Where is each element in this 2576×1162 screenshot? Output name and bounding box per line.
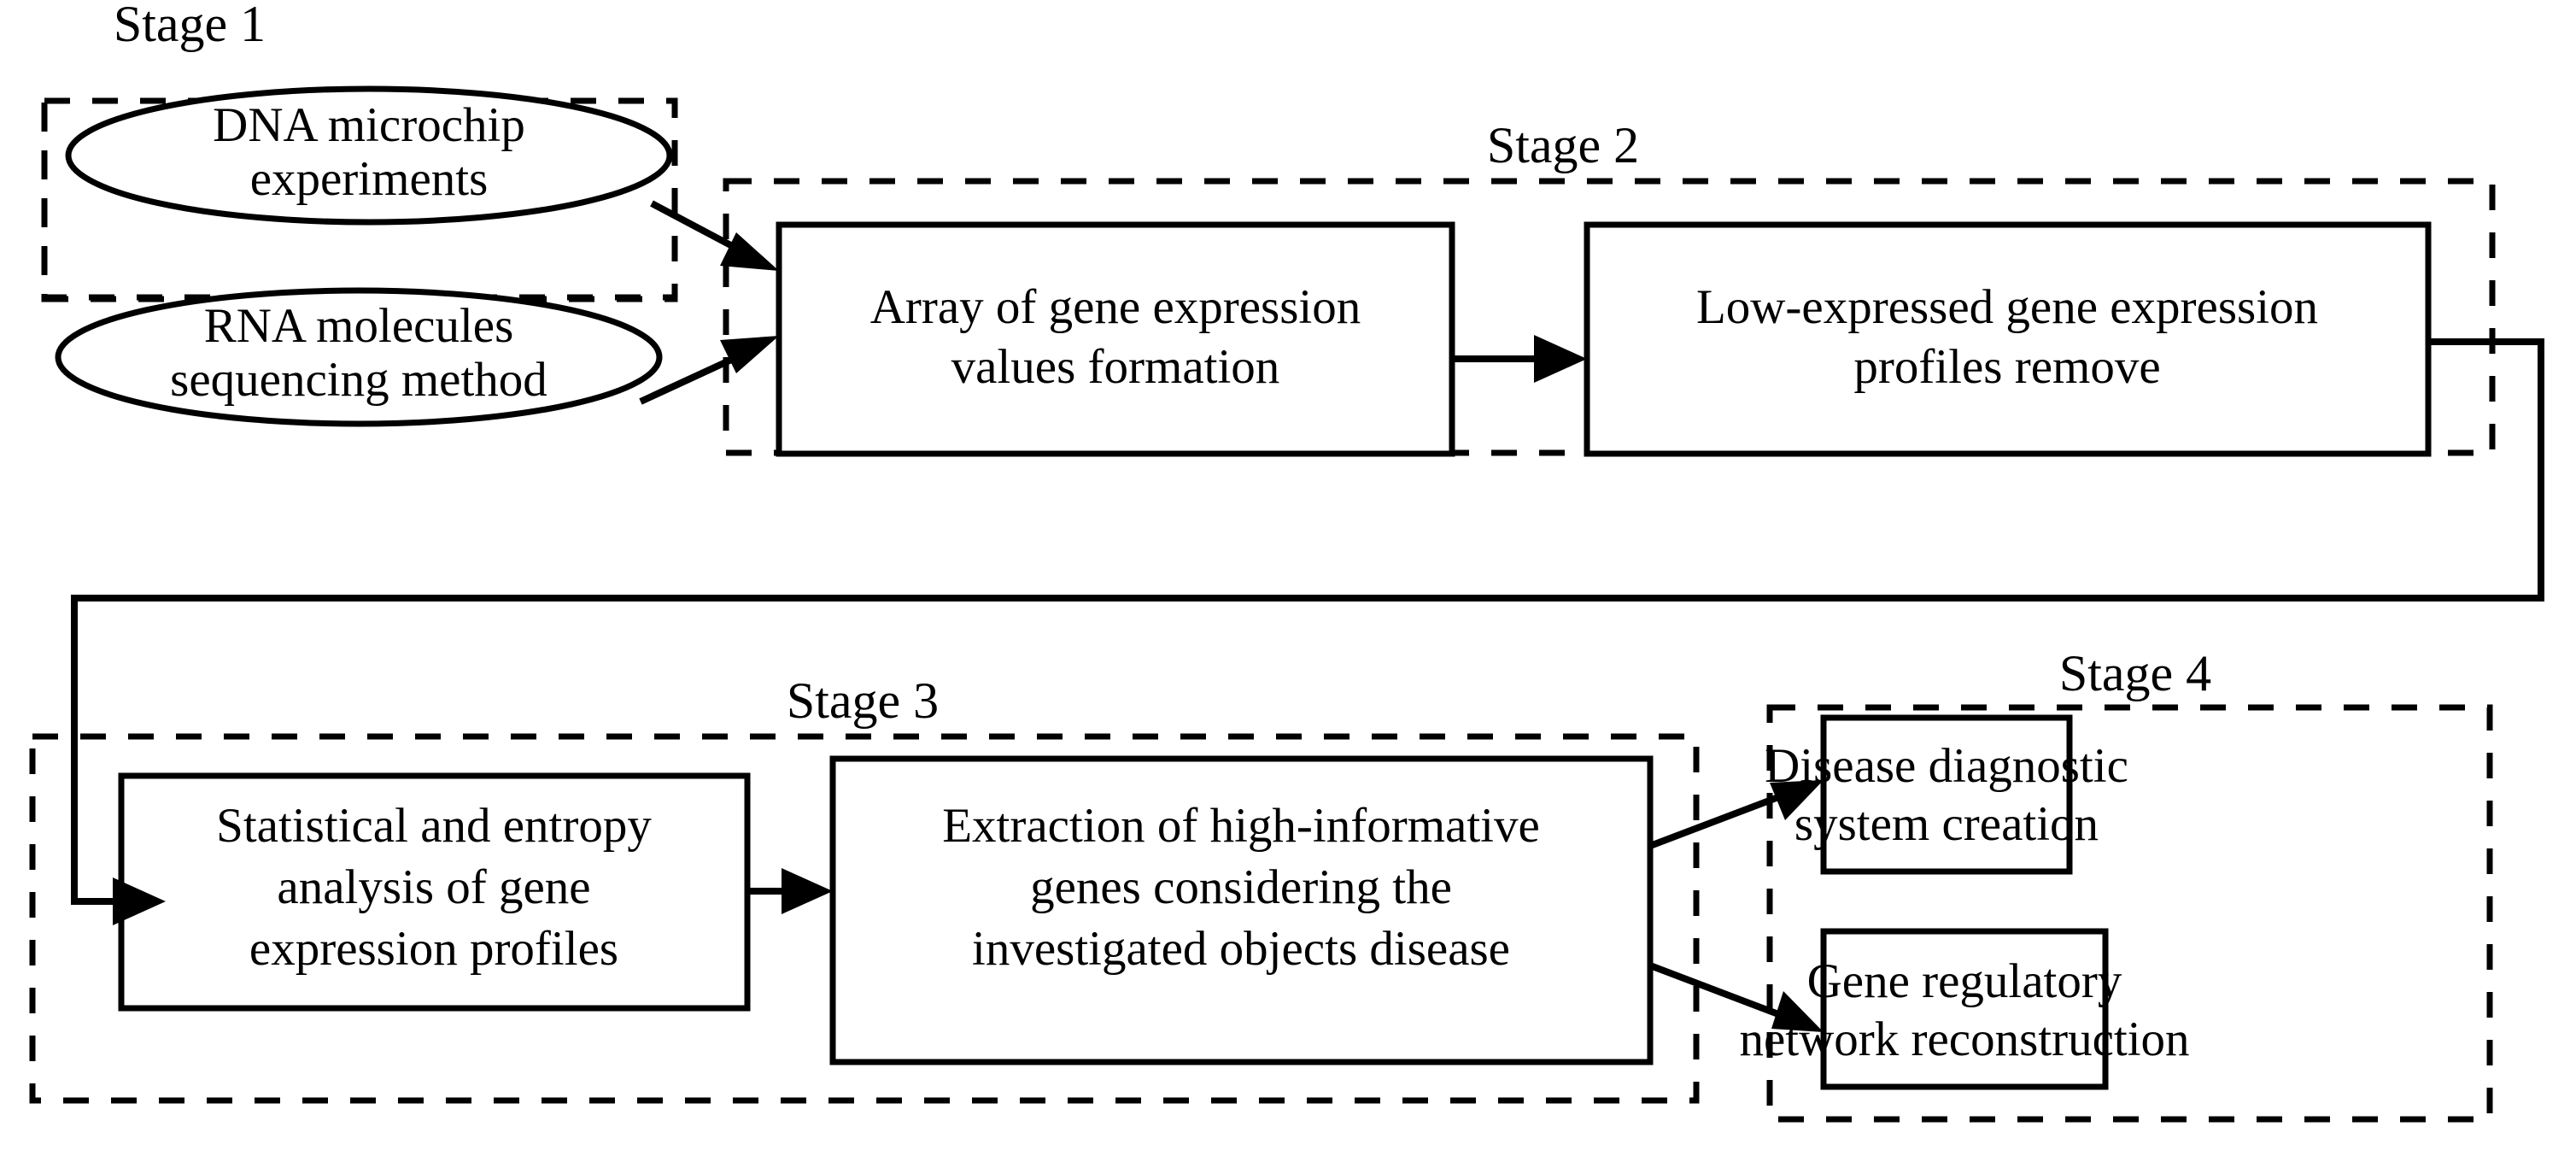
arrowhead-dna-to-array xyxy=(720,232,779,271)
edge-rna-sequencing-to-array-formation xyxy=(639,336,779,405)
node-low-expressed-gene-expression-profiles-remove[interactable]: Low-expressed gene expression profiles r… xyxy=(1584,221,2432,457)
node-rna-sequencing-line-1: RNA molecules xyxy=(204,299,514,353)
node-statistical-line-2: analysis of gene xyxy=(277,860,590,914)
arrowhead-statistical-to-extraction xyxy=(782,868,833,914)
edge-array-formation-to-low-expressed-remove xyxy=(1452,335,1587,383)
node-rna-sequencing-line-2: sequencing method xyxy=(170,353,547,407)
node-statistical-line-1: Statistical and entropy xyxy=(216,799,652,853)
node-dna-microchip-experiments[interactable]: DNA microchip experiments xyxy=(65,85,673,226)
edge-polyline-low-to-statistical xyxy=(71,338,2544,905)
rect-shape-low-expressed-remove xyxy=(1584,221,2432,457)
node-statistical-line-3: expression profiles xyxy=(249,922,618,976)
stage-label-stage2: Stage 2 xyxy=(1487,117,1639,173)
node-low-expressed-line-2: profiles remove xyxy=(1853,340,2160,394)
stage1-dashed-border xyxy=(41,97,678,302)
node-disease-diagnostic-system-creation[interactable]: Disease diagnostic system creation xyxy=(1765,714,2128,875)
edge-line-extraction-to-gene-regulatory xyxy=(1648,962,1787,1020)
edge-dna-microchip-to-array-formation xyxy=(650,200,779,271)
arrowhead-extraction-to-gene-regulatory xyxy=(1771,991,1824,1032)
edge-low-expressed-remove-to-statistical-entropy xyxy=(71,338,2544,925)
node-array-formation-line-1: Array of gene expression xyxy=(870,280,1361,334)
stage4-dashed-border xyxy=(1766,704,2493,1123)
ellipse-shape-dna-microchip xyxy=(65,85,673,226)
node-statistical-and-entropy-analysis[interactable]: Statistical and entropy analysis of gene… xyxy=(118,772,751,1012)
rect-shape-extraction-genes xyxy=(829,755,1654,1065)
stage-label-stage4: Stage 4 xyxy=(2059,645,2211,701)
node-dna-microchip-line-2: experiments xyxy=(250,152,489,206)
node-low-expressed-line-1: Low-expressed gene expression xyxy=(1696,280,2318,334)
node-extraction-of-high-informative-genes[interactable]: Extraction of high-informative genes con… xyxy=(829,755,1654,1065)
arrowhead-array-to-low xyxy=(1534,335,1587,383)
arrowhead-extraction-to-disease xyxy=(1770,780,1824,820)
edge-line-extraction-to-disease xyxy=(1648,791,1787,849)
node-extraction-line-1: Extraction of high-informative xyxy=(942,799,1540,853)
stage3-dashed-border xyxy=(29,733,1700,1104)
node-gene-regulatory-network-reconstruction[interactable]: Gene regulatory network reconstruction xyxy=(1739,928,2190,1090)
rect-shape-disease-diagnostic xyxy=(1820,714,2073,875)
stage-label-stage1: Stage 1 xyxy=(114,0,266,52)
node-disease-line-2: system creation xyxy=(1794,797,2099,851)
rect-shape-array-formation xyxy=(776,221,1455,457)
node-array-of-gene-expression-values-formation[interactable]: Array of gene expression values formatio… xyxy=(776,221,1455,457)
rect-shape-gene-regulatory xyxy=(1820,928,2109,1090)
edge-extraction-genes-to-gene-regulatory xyxy=(1648,962,1824,1032)
node-rna-molecules-sequencing-method[interactable]: RNA molecules sequencing method xyxy=(55,287,663,427)
node-array-formation-line-2: values formation xyxy=(951,340,1280,394)
edge-extraction-genes-to-disease-diagnostic xyxy=(1648,780,1824,849)
arrowhead-low-to-statistical xyxy=(113,877,166,925)
node-disease-line-1: Disease diagnostic xyxy=(1765,739,2128,793)
ellipse-shape-rna-sequencing xyxy=(55,287,663,427)
node-extraction-line-2: genes considering the xyxy=(1030,860,1452,914)
node-gene-regulatory-line-2: network reconstruction xyxy=(1739,1012,2189,1066)
edge-statistical-entropy-to-extraction-genes xyxy=(747,868,833,914)
node-extraction-line-3: investigated objects disease xyxy=(972,922,1510,976)
stage-label-stage3: Stage 3 xyxy=(787,672,939,729)
arrowhead-rna-to-array xyxy=(720,336,779,373)
node-dna-microchip-line-1: DNA microchip xyxy=(213,98,525,152)
node-gene-regulatory-line-1: Gene regulatory xyxy=(1807,954,2122,1008)
